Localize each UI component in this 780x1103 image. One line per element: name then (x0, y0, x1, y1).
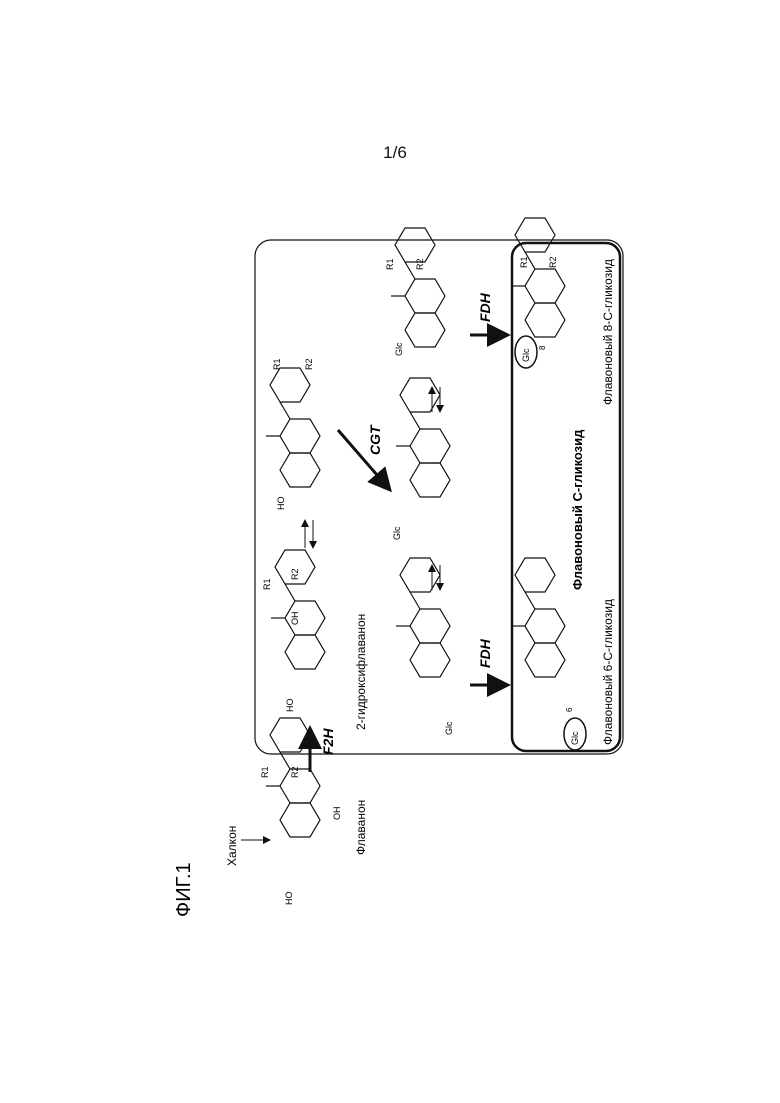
r2-label: R2 (290, 766, 300, 778)
r1-label: R1 (262, 578, 272, 590)
glc-label: Glc (444, 721, 454, 735)
glc-hydroxyflavanone-6-structure (396, 558, 450, 677)
fdh-label-right: FDH (477, 292, 493, 322)
flavanone-label: Флаванон (354, 800, 368, 855)
flavone-6-c-glycoside-structure (511, 558, 565, 677)
r2-label: R2 (415, 258, 425, 270)
oh-label: OH (290, 612, 300, 626)
position-8-label: 8 (538, 345, 547, 350)
ho-label: HO (276, 497, 286, 511)
r2-label: R2 (290, 568, 300, 580)
flavone-8-c-glycoside-structure (511, 218, 565, 337)
hydroxyflavanone-structure (271, 550, 325, 669)
glc-chalcone-structure (396, 378, 450, 497)
r1-label: R1 (272, 358, 282, 370)
r1-label: R1 (385, 258, 395, 270)
glc-label: Glc (394, 342, 404, 356)
product-group-title: Флавоновый С-гликозид (570, 429, 585, 590)
intermediate-label: 2-гидроксифлаванон (354, 614, 368, 730)
cgt-label: CGT (367, 424, 383, 455)
product-left-label: Флавоновый 6-С-гликозид (601, 599, 615, 745)
ho-label: HO (285, 699, 295, 713)
equilibrium-arrows (305, 520, 313, 548)
chalcone-label: Халкон (225, 826, 239, 866)
r2-label: R2 (548, 256, 558, 268)
r2-label: R2 (304, 358, 314, 370)
ho-label: HO (284, 892, 294, 906)
glc-hydroxyflavanone-8-structure (391, 228, 445, 347)
open-chain-structure (266, 368, 320, 487)
equilibrium-arrows (432, 387, 440, 590)
glc-label: Glc (570, 731, 580, 745)
figure-label: ФИГ.1 (173, 862, 195, 917)
oh-label: OH (332, 807, 342, 821)
position-6-label: 6 (565, 707, 574, 712)
glc-label: Glc (392, 526, 402, 540)
r1-label: R1 (260, 766, 270, 778)
product-right-label: Флавоновый 8-С-гликозид (601, 259, 615, 405)
r1-label: R1 (519, 256, 529, 268)
glc-label: Glc (521, 348, 531, 362)
f2h-label: F2H (320, 728, 336, 755)
fdh-label-left: FDH (477, 638, 493, 668)
